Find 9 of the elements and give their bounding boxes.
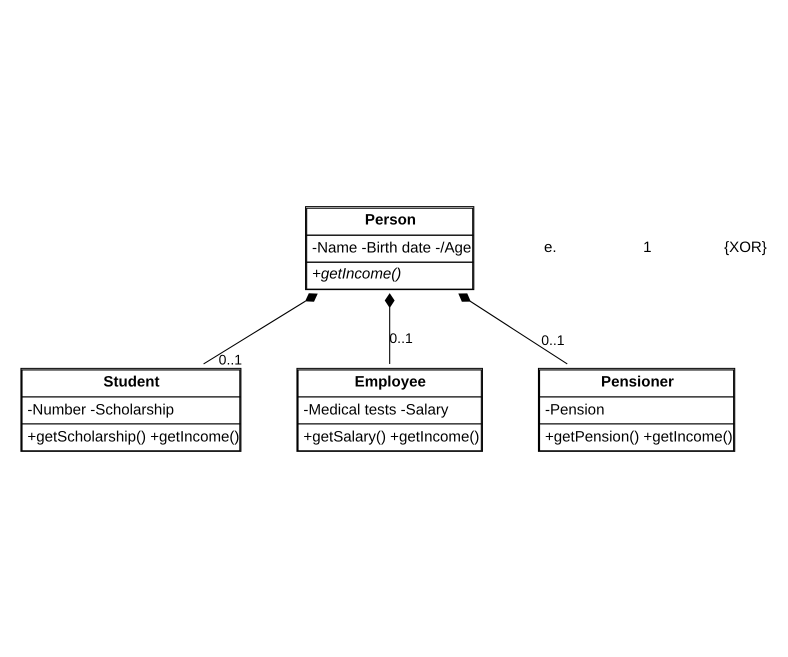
connector (458, 292, 568, 364)
edge-label: 0..1 (541, 331, 565, 348)
edge-label: 0..1 (389, 330, 413, 346)
label: e. (544, 238, 557, 256)
edge-label: 0..1 (218, 351, 242, 368)
label: {XOR} (724, 238, 767, 256)
connector (203, 292, 318, 364)
label: 1 (643, 238, 652, 256)
connector (384, 292, 395, 364)
